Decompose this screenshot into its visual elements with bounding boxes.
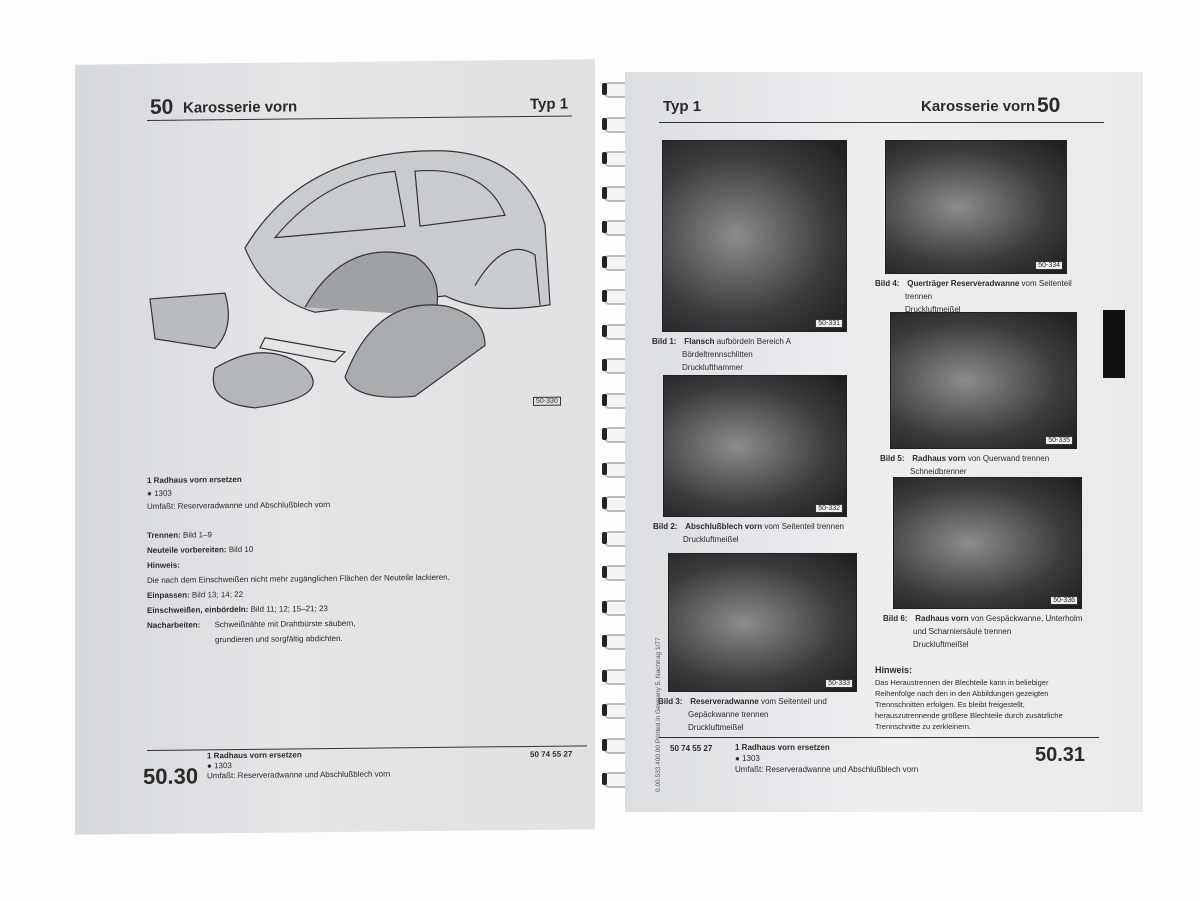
caption-line: und Scharniersäule trennen [913, 627, 1012, 636]
caption-tool: Drucklufthammer [682, 363, 743, 372]
photo-label: 50-331 [815, 319, 843, 328]
photo-bild-2: 50-332 [663, 375, 847, 517]
caption-bold: Abschlußblech vorn [685, 522, 763, 531]
photo-caption: Bild 5: Radhaus vorn von Querwand trenne… [880, 452, 1085, 478]
caption-bold: Radhaus vorn [915, 614, 969, 623]
photo-label: 50-335 [1045, 436, 1073, 445]
body-shell-illustration [149, 150, 551, 409]
chapter-title: Karosserie vorn [183, 98, 298, 117]
hinweis-title: Hinweis: [875, 665, 913, 675]
caption-text: von Gespäckwanne, Unterholm [970, 614, 1083, 623]
hinweis-block: Hinweis: Das Heraustrennen der Blechteil… [875, 664, 1090, 732]
footer-umfasst: Umfaßt: Reserveradwanne und Abschlußblec… [735, 765, 919, 774]
step-key: Trennen: [147, 530, 181, 540]
step-key: Nacharbeiten: [147, 620, 201, 630]
print-info: 0.00.533.400.00 Printed in Germany 5. Na… [655, 637, 662, 792]
bild-number: Bild 5: [880, 454, 905, 463]
step-value: Bild 11; 12; 15–21; 23 [250, 604, 328, 614]
photo-caption: Bild 3: Reserveradwanne vom Seitenteil u… [658, 695, 865, 734]
caption-tool: Druckluftmeißel [905, 305, 961, 314]
photo-label: 50-332 [815, 504, 843, 513]
caption-line: Druckluftmeißel [683, 535, 739, 544]
step-value: Bild 13; 14; 22 [191, 589, 244, 600]
photo-caption: Bild 1: Flansch aufbördeln Bereich A Börd… [652, 335, 855, 374]
left-page: 50 Karosserie vorn Typ 1 50-330 1 Radhau… [75, 59, 595, 835]
chapter-number: 50 [150, 95, 174, 119]
caption-bold: Flansch [684, 337, 715, 346]
footer-umfasst: Umfaßt: Reserveradwanne und Abschlußblec… [207, 769, 391, 781]
caption-line: trennen [905, 292, 933, 301]
step-key: Hinweis: [147, 560, 180, 570]
step-key: Einschweißen, einbördeln: [147, 604, 249, 615]
photo-label: 50-334 [1035, 261, 1063, 270]
step-value: Bild 1–9 [183, 530, 212, 540]
caption-bold: Radhaus vorn [912, 454, 966, 463]
chapter-title: Karosserie vorn [921, 98, 1036, 115]
photo-caption: Bild 2: Abschlußblech vorn vom Seitentei… [653, 520, 855, 546]
caption-bold: Querträger Reserveradwanne [907, 279, 1020, 288]
model-number: 1303 [154, 488, 172, 498]
photo-bild-1: 50-331 [662, 140, 847, 332]
bild-number: Bild 6: [883, 614, 908, 623]
photo-label: 50-336 [1050, 596, 1078, 605]
caption-text: vom Seitenteil [1021, 279, 1072, 288]
caption-line: Gepäckwanne trennen [688, 710, 769, 719]
caption-text: von Querwand trennen [967, 454, 1050, 463]
caption-tool: Druckluftmeißel [913, 640, 969, 649]
chapter-tab-marker [1103, 310, 1125, 378]
section-block: 1 Radhaus vorn ersetzen ● 1303 Umfaßt: R… [147, 470, 567, 649]
photo-bild-6: 50-336 [893, 477, 1082, 609]
step-value: Schweißnähte mit Drahtbürste säubern, [214, 618, 356, 630]
caption-tool: Druckluftmeißel [688, 723, 744, 732]
caption-text: vom Seitenteil trennen [764, 522, 844, 531]
footer-model: ● 1303 [735, 754, 760, 763]
step-row: grundieren und sorgfältig abdichten. [147, 630, 567, 647]
order-code: 50 74 55 27 [530, 749, 573, 759]
bild-number: Bild 2: [653, 522, 678, 531]
page-number: 50.31 [1035, 744, 1086, 766]
footer-info: 1 Radhaus vorn ersetzen ● 1303 Umfaßt: R… [207, 749, 390, 781]
photo-caption: Bild 4: Querträger Reserveradwanne vom S… [875, 277, 1075, 316]
footer-title: 1 Radhaus vorn ersetzen [735, 743, 830, 752]
bild-number: Bild 3: [658, 697, 683, 706]
photo-caption: Bild 6: Radhaus vorn von Gespäckwanne, U… [883, 612, 1090, 651]
step-value: Bild 10 [228, 544, 254, 555]
caption-line: Bördeltrennschlitten [682, 350, 753, 359]
step-value: Die nach dem Einschweißen nicht mehr zug… [147, 572, 450, 585]
step-value: grundieren und sorgfältig abdichten. [215, 633, 343, 645]
step-key: Einpassen: [147, 590, 190, 600]
step-key: Neuteile vorbereiten: [147, 545, 227, 555]
type-label: Typ 1 [663, 98, 702, 115]
bild-number: Bild 1: [652, 337, 677, 346]
bild-number: Bild 4: [875, 279, 900, 288]
caption-line: Schneidbrenner [910, 467, 967, 476]
type-label: Typ 1 [530, 95, 569, 113]
caption-bold: Reserveradwanne [690, 697, 759, 706]
caption-text: aufbördeln Bereich A [716, 337, 791, 346]
photo-bild-3: 50-333 [668, 553, 857, 692]
footer-info: 1 Radhaus vorn ersetzen ● 1303 Umfaßt: R… [735, 742, 918, 775]
page-number: 50.30 [143, 763, 199, 790]
photo-bild-5: 50-335 [890, 312, 1077, 449]
photo-bild-4: 50-334 [885, 140, 1067, 274]
chapter-number: 50 [1037, 94, 1061, 117]
order-code: 50 74 55 27 [670, 744, 713, 753]
caption-text: vom Seitenteil und [760, 697, 827, 706]
photo-label: 50-333 [825, 679, 853, 688]
hinweis-text: Das Heraustrennen der Blechteile kann in… [875, 678, 1063, 731]
figure-label: 50-330 [533, 396, 561, 406]
